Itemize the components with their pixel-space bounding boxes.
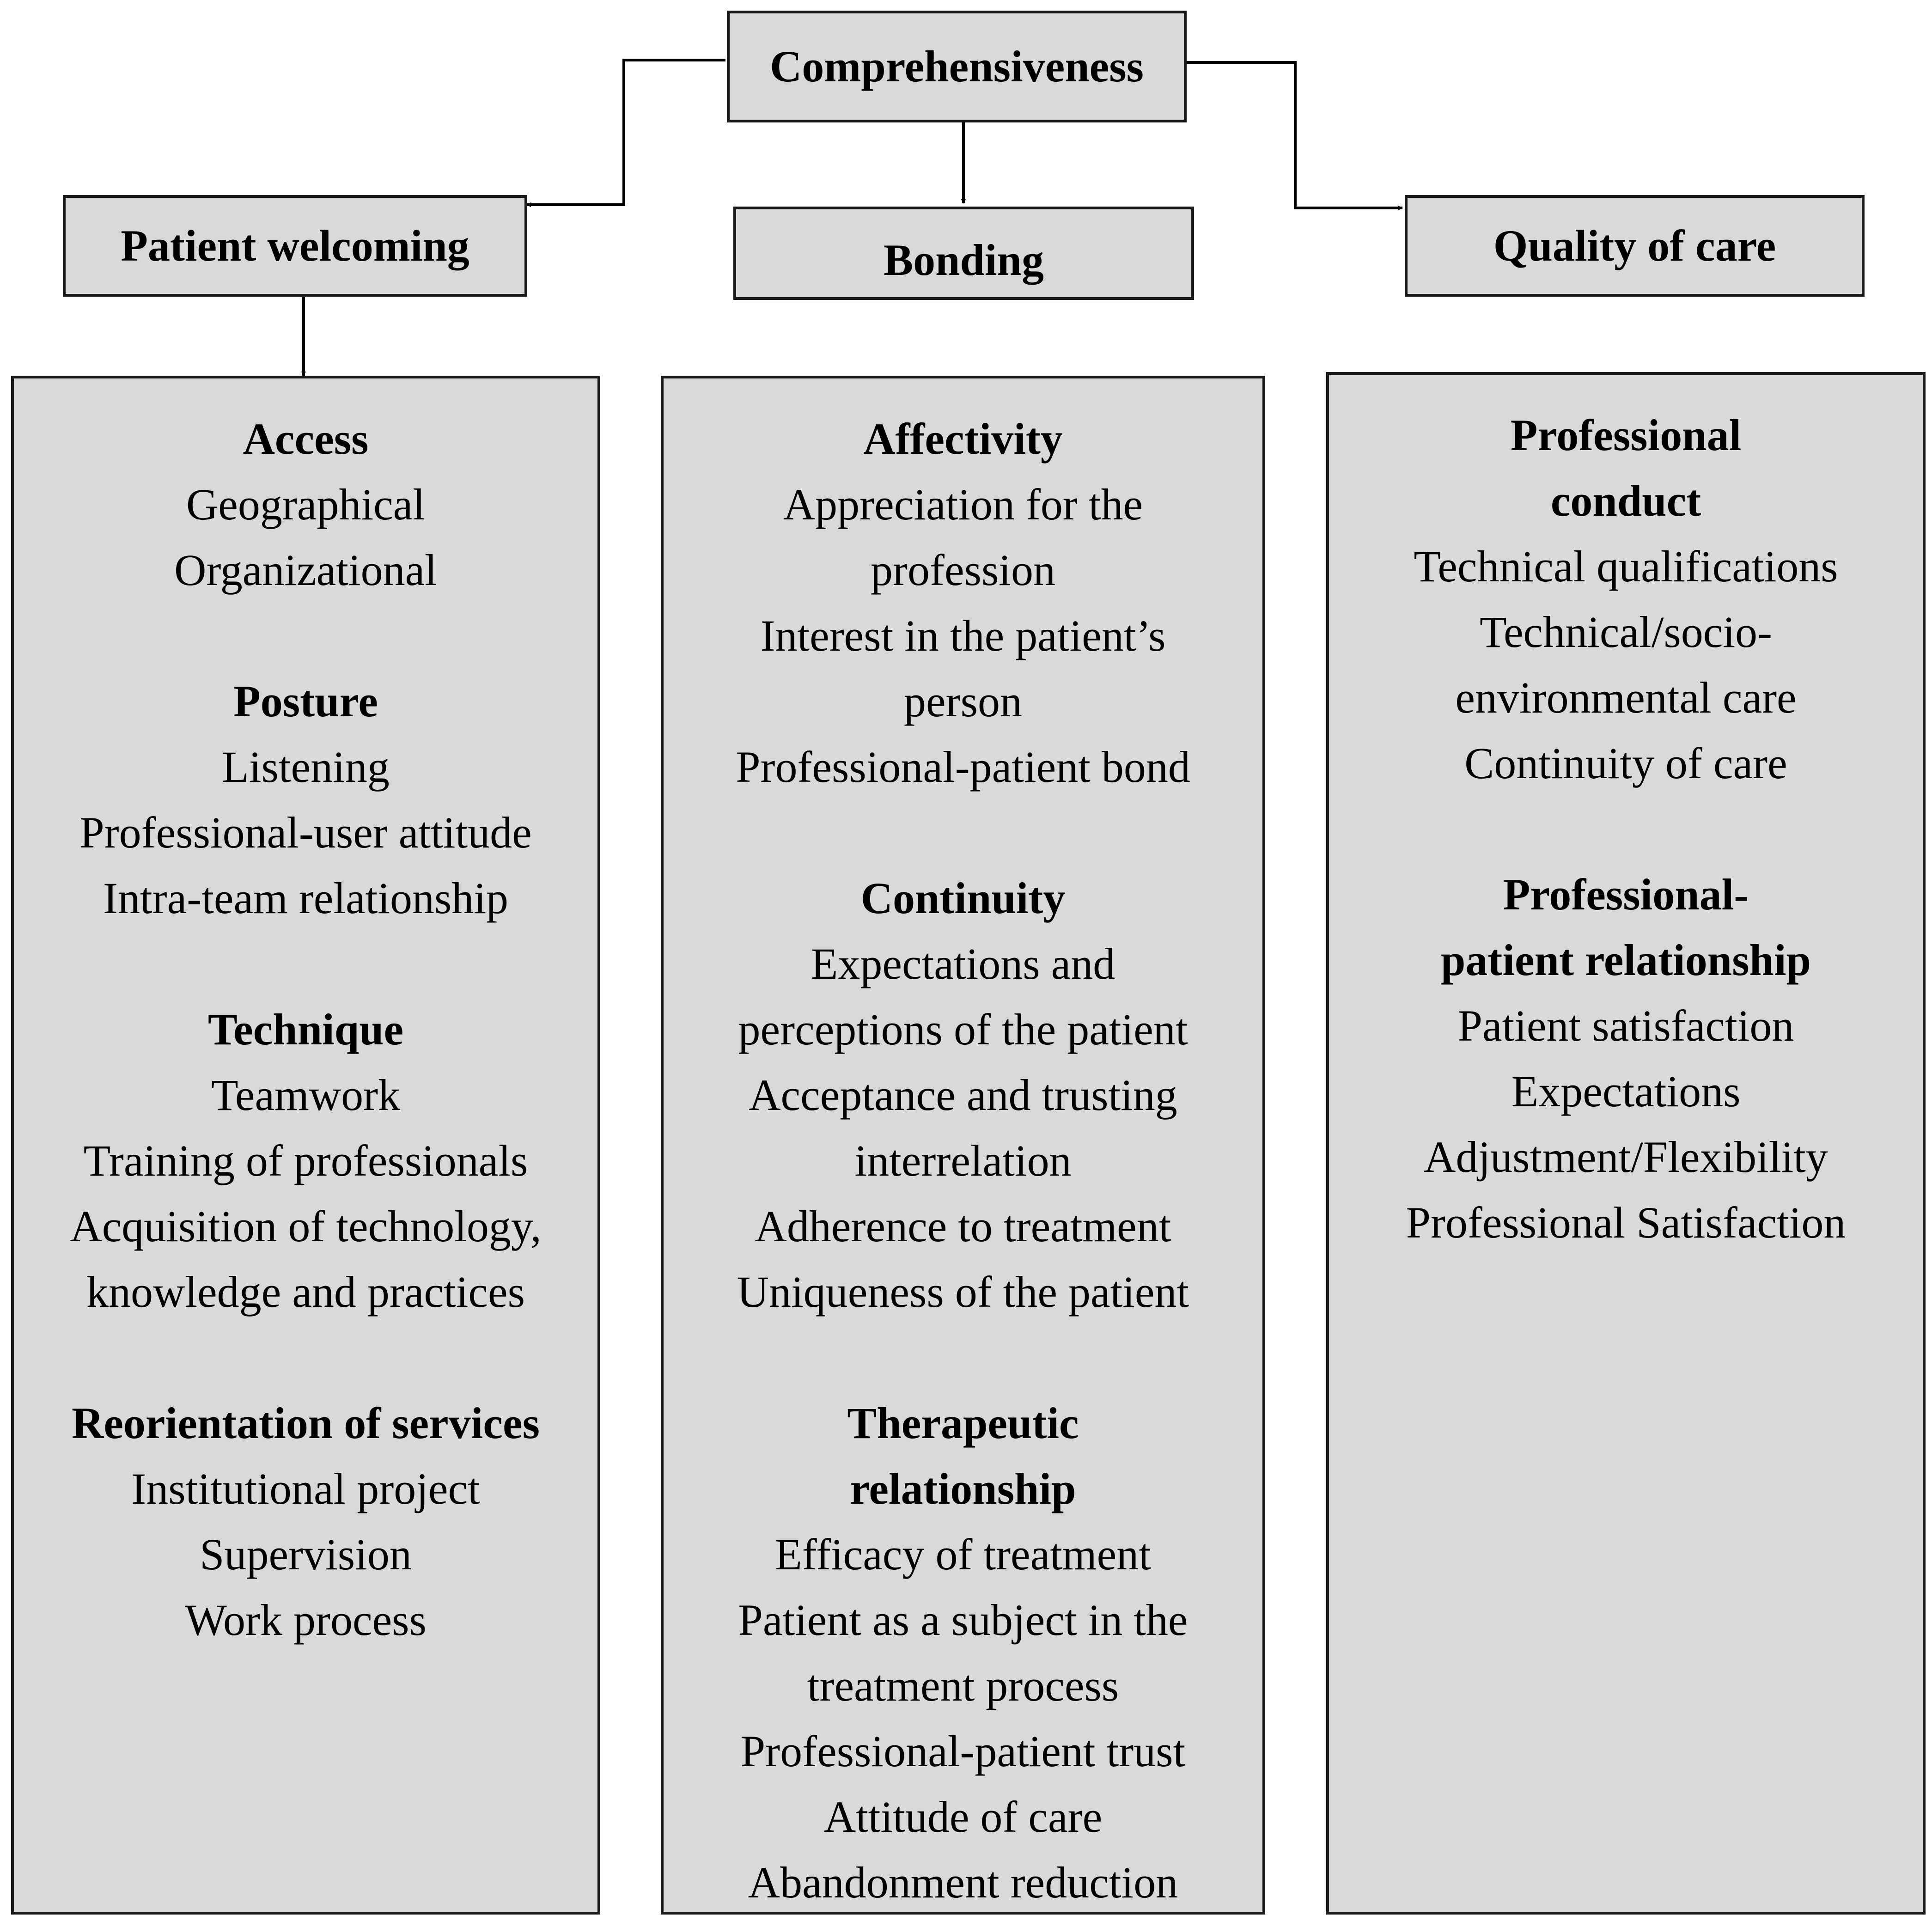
group-title: Affectivity <box>863 414 1063 463</box>
group-title: Professional-patient relationship <box>1441 870 1811 985</box>
list-item: Listening <box>222 742 390 792</box>
list-item: Attitude of care <box>823 1792 1103 1842</box>
list-item: Interest in the patient’s person <box>760 611 1166 726</box>
heading-label: Bonding <box>884 235 1044 285</box>
group-professional-patient-relationship: Professional-patient relationship Patien… <box>1406 862 1846 1256</box>
group-title: Access <box>243 414 369 463</box>
list-item: Supervision <box>200 1530 412 1579</box>
root-label: Comprehensiveness <box>770 42 1144 91</box>
list-item: Adherence to treatment <box>755 1201 1171 1251</box>
group-continuity: Continuity Expectations and perceptions … <box>733 866 1193 1325</box>
list-item: Teamwork <box>211 1070 401 1120</box>
list-item: Abandonment reduction <box>748 1858 1178 1907</box>
list-item: Patient as a subject in the treatment pr… <box>738 1595 1188 1710</box>
list-item: Intra-team relationship <box>103 873 508 923</box>
group-therapeutic-relationship: Therapeutic relationship Efficacy of tre… <box>733 1390 1193 1915</box>
list-item: Appreciation for the profession <box>783 480 1143 595</box>
list-item: Geographical <box>186 480 426 529</box>
group-reorientation-of-services: Reorientation of services Institutional … <box>46 1390 565 1653</box>
heading-box-patient-welcoming: Patient welcoming <box>63 195 527 297</box>
root-box-comprehensiveness: Comprehensiveness <box>727 11 1187 122</box>
heading-box-bonding: Bonding <box>733 207 1194 300</box>
panel-bonding: Affectivity Appreciation for the profess… <box>661 376 1265 1915</box>
list-item: Work process <box>185 1595 427 1645</box>
list-item: Professional-patient trust <box>740 1726 1186 1776</box>
group-title: Continuity <box>860 873 1066 923</box>
group-access: Access Geographical Organizational <box>46 406 565 603</box>
arrow-to-quality-of-care <box>1186 61 1403 210</box>
heading-label: Patient welcoming <box>121 221 469 270</box>
list-item: Organizational <box>174 545 437 595</box>
list-item: Professional Satisfaction <box>1406 1198 1846 1247</box>
list-item: Acceptance and trusting interrelation <box>749 1070 1177 1185</box>
group-title: Reorientation of services <box>71 1398 540 1448</box>
list-item: Efficacy of treatment <box>775 1530 1151 1579</box>
group-title: Technique <box>207 1005 404 1054</box>
heading-box-quality-of-care: Quality of care <box>1405 195 1865 297</box>
list-item: Professional-user attitude <box>79 808 532 857</box>
list-item: Continuity of care <box>1464 738 1787 788</box>
heading-label: Quality of care <box>1493 221 1776 270</box>
panel-quality-of-care: Professional conduct Technical qualifica… <box>1326 372 1926 1915</box>
list-item: Professional-patient bond <box>736 742 1190 792</box>
list-item: Technical qualifications <box>1414 542 1838 591</box>
list-item: Expectations <box>1511 1067 1741 1116</box>
list-item: Uniqueness of the patient <box>737 1267 1189 1317</box>
group-affectivity: Affectivity Appreciation for the profess… <box>733 406 1193 800</box>
list-item: Institutional project <box>131 1464 480 1513</box>
list-item: Adjustment/Flexibility <box>1424 1132 1828 1182</box>
list-item: Technical/socio-environmental care <box>1455 607 1797 722</box>
list-item: Expectations and perceptions of the pati… <box>738 939 1188 1054</box>
group-title: Therapeutic relationship <box>847 1398 1079 1513</box>
list-item: Acquisition of technology, knowledge and… <box>70 1201 542 1317</box>
list-item: Training of professionals <box>83 1136 528 1185</box>
list-item: Patient satisfaction <box>1457 1001 1794 1050</box>
arrow-to-patient-welcoming <box>526 59 725 207</box>
group-professional-conduct: Professional conduct Technical qualifica… <box>1414 402 1838 796</box>
group-title: Posture <box>233 677 378 726</box>
group-title: Professional conduct <box>1510 410 1742 525</box>
group-posture: Posture Listening Professional-user atti… <box>46 669 565 931</box>
panel-patient-welcoming: Access Geographical Organizational Postu… <box>11 376 600 1915</box>
group-technique: Technique Teamwork Training of professio… <box>46 997 565 1325</box>
